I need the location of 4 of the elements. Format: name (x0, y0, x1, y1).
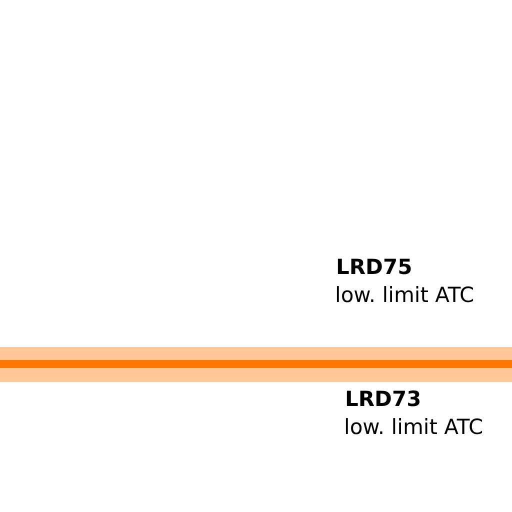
station-note: low. limit ATC (344, 414, 484, 440)
station-code: LRD75 (336, 254, 412, 280)
station-code: LRD73 (345, 386, 422, 412)
station-note: low. limit ATC (335, 282, 474, 308)
